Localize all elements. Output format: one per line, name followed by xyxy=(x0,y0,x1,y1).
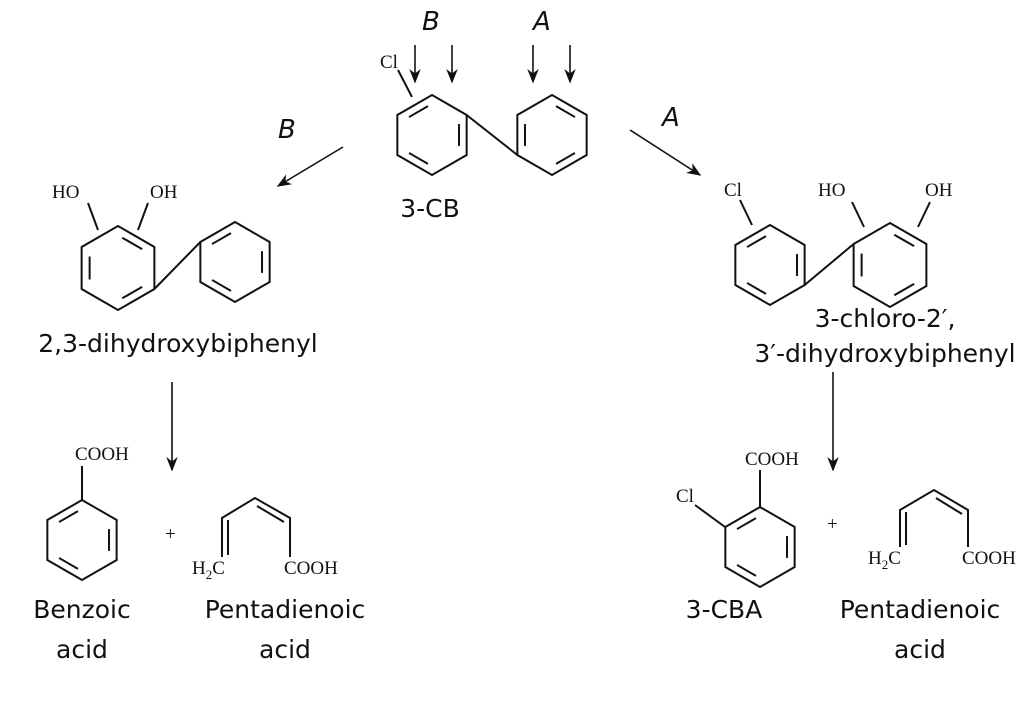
biphenyl-bond xyxy=(153,241,202,290)
cdhb-ring-b-double-bond xyxy=(893,233,915,248)
oh-bond xyxy=(917,201,931,228)
benzoic-name-line2: acid xyxy=(56,635,108,664)
3cb-ring-a xyxy=(396,93,468,177)
dhb-ring-a-double-bond xyxy=(121,285,143,300)
pentadienoic-right-chain xyxy=(899,488,969,547)
dhb-ring-b-double-bond xyxy=(211,232,232,245)
b-ho-label: HO xyxy=(52,182,79,203)
pl-h2c: H2C xyxy=(192,558,225,582)
cl-bond xyxy=(739,199,753,226)
cdhb-ring-b xyxy=(852,221,928,309)
pathway-b-arrow xyxy=(276,146,344,187)
cba-ring xyxy=(724,505,796,589)
cba-name: 3-CBA xyxy=(686,595,763,624)
benzoic-name-line1: Benzoic xyxy=(33,595,131,624)
pathway-b-label: B xyxy=(278,115,296,145)
cba-cl-label: Cl xyxy=(676,486,694,507)
b-oh-label: OH xyxy=(150,182,178,203)
cdhb-ring-a xyxy=(734,223,806,307)
plus-right: + xyxy=(827,514,838,535)
3cb-ring-a-double-bond xyxy=(408,152,429,165)
cl-bond xyxy=(694,504,726,528)
pl-cooh: COOH xyxy=(284,558,338,579)
pathway-a-arrow xyxy=(629,129,702,176)
3cb-ring-b xyxy=(516,93,588,177)
ho-bond xyxy=(851,201,865,228)
pathway-a-label: A xyxy=(660,103,680,133)
biphenyl-bond xyxy=(466,114,518,156)
pr-name-line1: Pentadienoic xyxy=(840,595,1001,624)
3cb-ring-b-double-bond xyxy=(555,105,576,118)
ring-bonds xyxy=(46,93,928,589)
pl-name-line1: Pentadienoic xyxy=(205,595,366,624)
dhb-ring-a-double-bond xyxy=(121,236,143,251)
ho-bond xyxy=(87,202,99,231)
a-product-name-line1: 3-chloro-2′, xyxy=(815,304,956,333)
plus-left: + xyxy=(165,524,176,545)
b-product-name: 2,3-dihydroxybiphenyl xyxy=(38,329,317,358)
start-cl-label: Cl xyxy=(380,52,398,73)
pr-h2c: H2C xyxy=(868,548,901,572)
cba-cooh-label: COOH xyxy=(745,449,799,470)
dhb-ring-a xyxy=(80,224,156,312)
cba-ring-double-bond xyxy=(736,517,757,530)
pr-cooh: COOH xyxy=(962,548,1016,569)
pathway-a-label-top: A xyxy=(531,7,551,37)
pathway-b-label-top: B xyxy=(422,7,440,37)
cdhb-ring-b-double-bond xyxy=(893,282,915,297)
a-ho-label: HO xyxy=(818,180,845,201)
cdhb-ring-a-double-bond xyxy=(746,282,767,295)
dhb-ring-b-double-bond xyxy=(211,279,232,292)
benzoic-ring-double-bond xyxy=(58,557,79,570)
pl-name-line2: acid xyxy=(259,635,311,664)
pentadienoic-left-chain xyxy=(221,496,291,557)
start-compound-name: 3-CB xyxy=(400,194,460,223)
pr-name-line2: acid xyxy=(894,635,946,664)
a-cl-label: Cl xyxy=(724,180,742,201)
dhb-ring-b xyxy=(199,220,271,304)
biphenyl-bond xyxy=(803,243,855,286)
a-oh-label: OH xyxy=(925,180,953,201)
oh-bond xyxy=(137,202,149,231)
benzoic-ring xyxy=(46,498,118,582)
cdhb-ring-a-double-bond xyxy=(746,235,767,248)
a-product-name-line2: 3′-dihydroxybiphenyl xyxy=(754,339,1015,368)
3cb-ring-b-double-bond xyxy=(555,152,576,165)
3cb-ring-a-double-bond xyxy=(408,105,429,118)
benzoic-ring-double-bond xyxy=(58,510,79,523)
benzoic-cooh-label: COOH xyxy=(75,444,129,465)
cl-bond xyxy=(397,69,413,98)
cba-ring-double-bond xyxy=(736,564,757,577)
